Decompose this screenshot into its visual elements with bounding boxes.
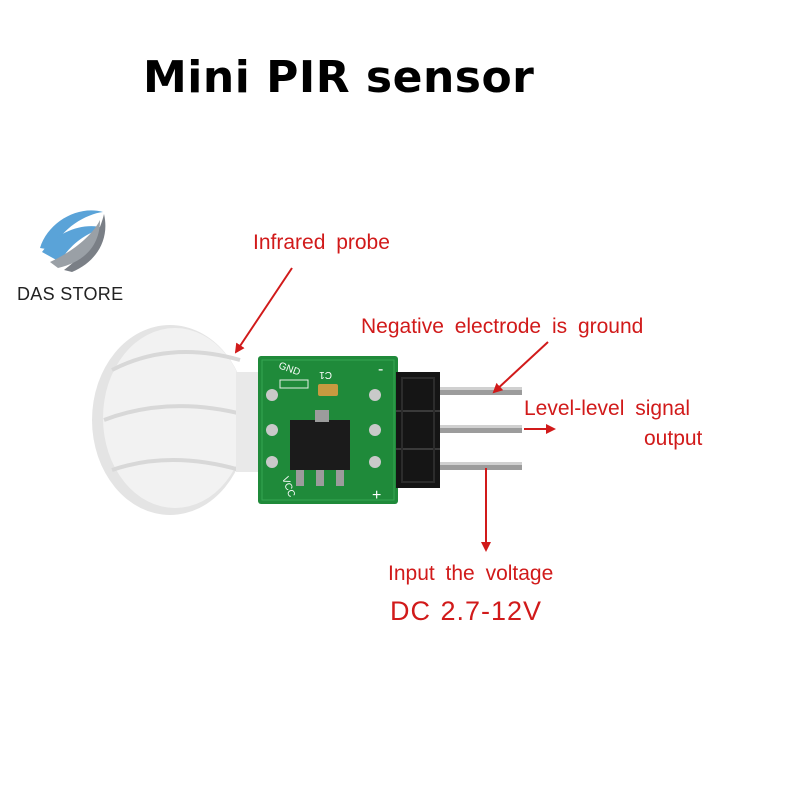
label-infrared-probe: Infrared probe (253, 231, 390, 254)
pin-header (396, 372, 440, 488)
ic-chip (290, 420, 350, 470)
logo-swoosh-grey (64, 214, 106, 272)
label-dc-range: DC 2.7-12V (390, 596, 543, 626)
board-mark-plus: + (372, 487, 381, 504)
arrow-infrared-probe (234, 267, 293, 354)
pin-signal (430, 425, 522, 433)
logo-swoosh-grey-2 (50, 220, 100, 268)
infrared-dome (92, 325, 266, 515)
label-input-voltage: Input the voltage (388, 562, 554, 585)
capacitor (318, 384, 338, 396)
board-mark-c1: C1 (319, 369, 332, 380)
arrow-negative (492, 341, 549, 394)
pin-vcc (430, 462, 522, 470)
board-mark-minus: - (378, 361, 383, 378)
pin-ground (430, 387, 522, 395)
label-signal-line1: Level-level signal (524, 397, 691, 420)
pcb-board (258, 356, 398, 504)
store-logo (40, 210, 106, 272)
label-negative-electrode: Negative electrode is ground (361, 315, 644, 338)
logo-swoosh-blue-2 (42, 226, 104, 262)
label-signal-line2: output (644, 427, 703, 450)
header-pins (430, 387, 522, 470)
store-name: DAS STORE (17, 284, 124, 304)
annotation-arrows (234, 267, 556, 552)
page-title: Mini PIR sensor (143, 52, 535, 103)
